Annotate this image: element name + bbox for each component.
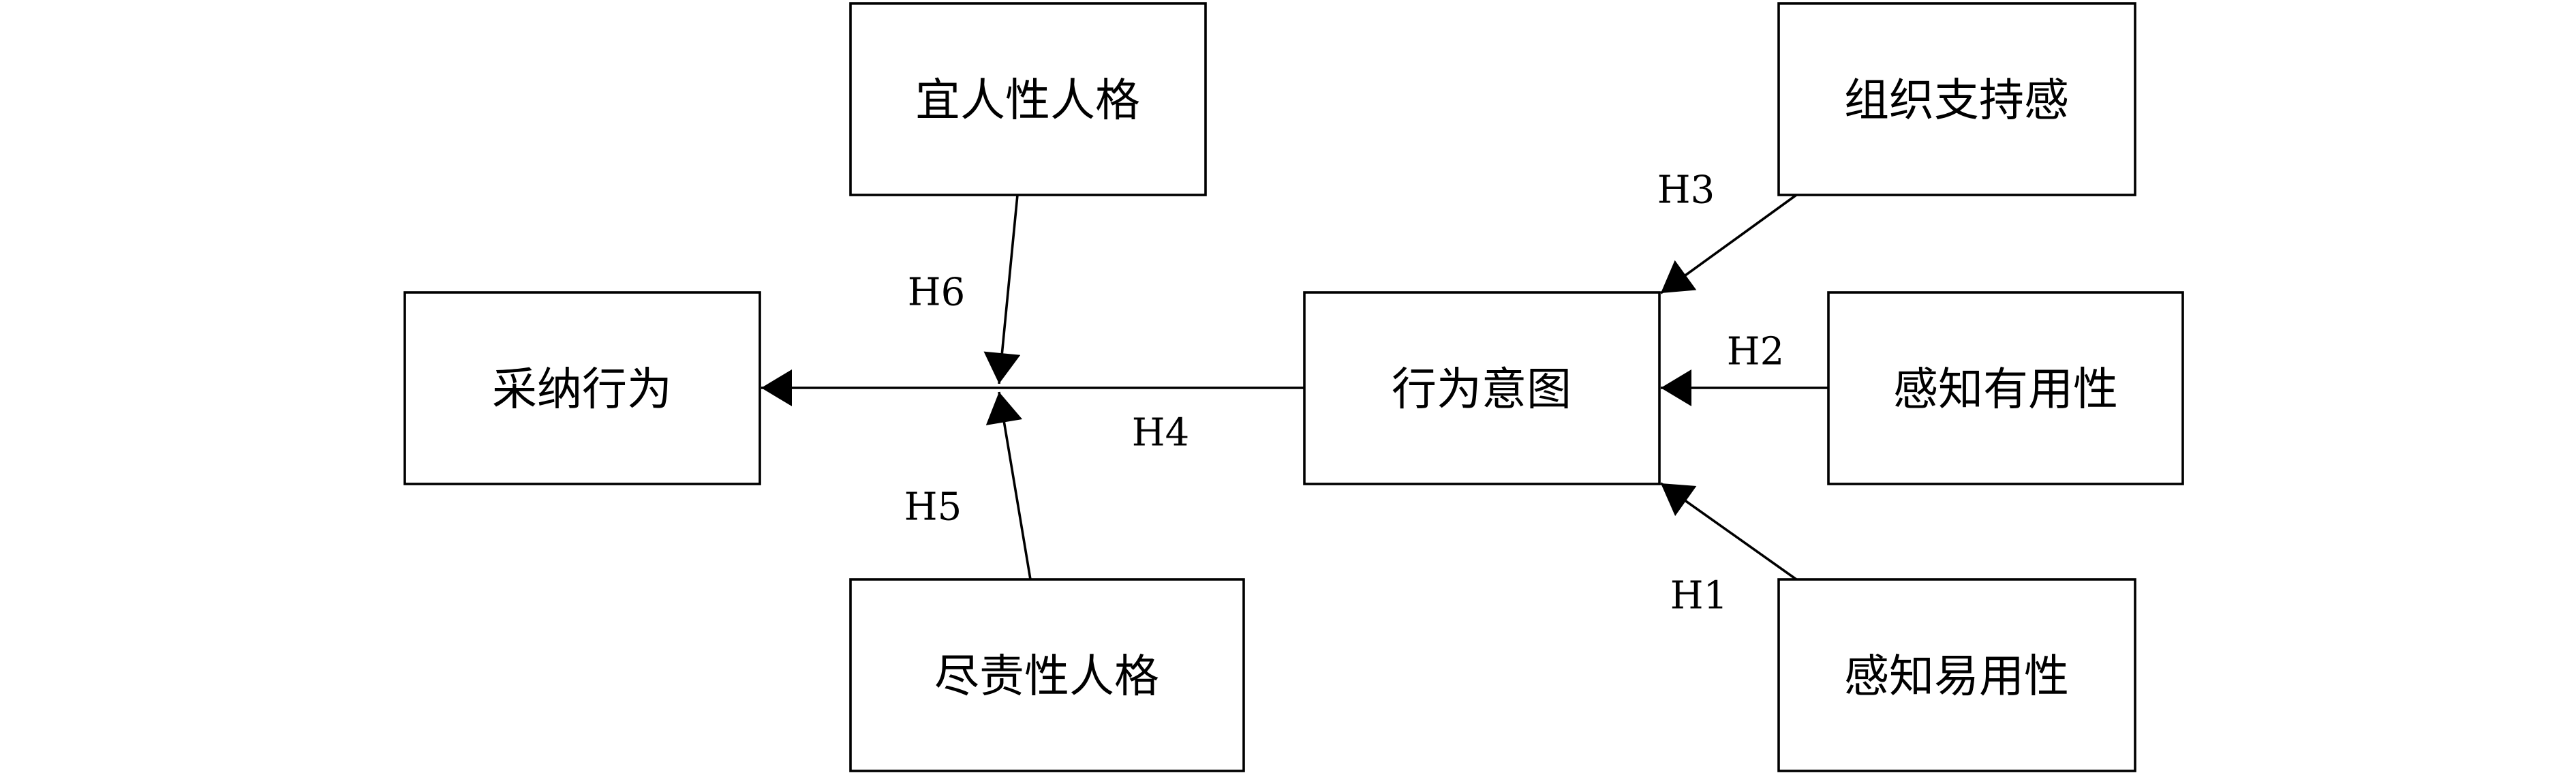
label-h6: H6 <box>908 271 965 315</box>
node-perceived-usefulness-label: 感知有用性 <box>1893 363 2118 416</box>
node-perceived-org-support-label: 组织支持感 <box>1844 74 2069 127</box>
node-perceived-usefulness: 感知有用性 <box>1827 291 2184 485</box>
label-h1: H1 <box>1670 574 1728 618</box>
node-agreeableness: 宜人性人格 <box>849 2 1207 196</box>
node-conscientiousness-label: 尽责性人格 <box>934 650 1159 703</box>
arrow-h6 <box>983 194 1021 384</box>
node-agreeableness-label: 宜人性人格 <box>915 74 1140 127</box>
label-h4: H4 <box>1132 411 1189 455</box>
node-perceived-ease-of-use: 感知易用性 <box>1777 578 2136 772</box>
label-h5: H5 <box>904 485 962 530</box>
node-adoption-behavior-label: 采纳行为 <box>492 363 672 416</box>
node-perceived-ease-of-use-label: 感知易用性 <box>1844 650 2069 703</box>
arrow-h5 <box>985 391 1032 580</box>
node-behavioral-intention-label: 行为意图 <box>1392 363 1571 416</box>
node-adoption-behavior: 采纳行为 <box>403 291 761 485</box>
arrow-h1 <box>1659 482 1798 581</box>
node-conscientiousness: 尽责性人格 <box>849 578 1245 772</box>
label-h3: H3 <box>1657 168 1715 213</box>
node-perceived-org-support: 组织支持感 <box>1777 2 2136 196</box>
node-behavioral-intention: 行为意图 <box>1303 291 1661 485</box>
label-h2: H2 <box>1727 330 1784 374</box>
arrow-h3 <box>1659 194 1798 294</box>
